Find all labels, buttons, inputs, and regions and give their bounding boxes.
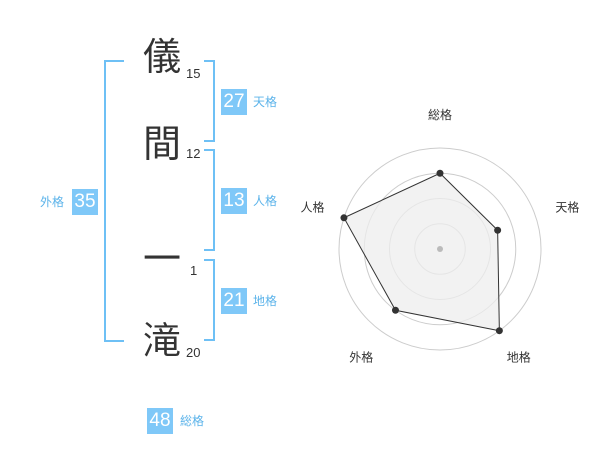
chikaku-label: 地格 [253, 294, 278, 308]
gaikaku-value: 35 [72, 189, 98, 215]
radar-point-5 [340, 214, 348, 222]
radar-axis-label-3: 地格 [507, 349, 531, 364]
gaikaku-label: 外格 [40, 195, 65, 209]
chikaku-value: 21 [221, 288, 247, 314]
soukaku-value: 48 [147, 408, 173, 434]
name-char-2: 間 [143, 122, 182, 166]
name-char-4: 滝 [143, 319, 182, 363]
stroke-count-1: 15 [186, 66, 201, 81]
gaikaku-bracket [104, 60, 124, 342]
radar-center-dot [437, 246, 443, 252]
radar-axis-label-2: 天格 [555, 200, 579, 215]
radar-point-2 [494, 226, 502, 234]
stroke-count-4: 20 [186, 345, 201, 360]
jinkaku-label: 人格 [253, 194, 278, 208]
radar-axis-label-4: 外格 [349, 349, 373, 364]
name-char-3: 一 [143, 237, 182, 281]
radar-axis-label-5: 人格 [301, 200, 325, 215]
tenkaku-value: 27 [221, 89, 247, 115]
radar-series-polygon [343, 172, 500, 332]
radar-ring [338, 147, 542, 351]
name-char-1: 儀 [143, 35, 182, 79]
stroke-count-2: 12 [186, 146, 201, 161]
jinkaku-bracket [204, 149, 215, 251]
chikaku-bracket [204, 259, 215, 341]
radar-point-3 [495, 327, 503, 335]
radar-point-4 [391, 306, 399, 314]
jinkaku-value: 13 [221, 188, 247, 214]
stroke-count-3: 1 [190, 263, 198, 278]
tenkaku-label: 天格 [253, 95, 278, 109]
soukaku-label: 総格 [180, 414, 205, 428]
tenkaku-bracket [204, 60, 215, 142]
radar-axis-label-1: 総格 [428, 107, 452, 122]
radar-point-1 [436, 169, 444, 177]
